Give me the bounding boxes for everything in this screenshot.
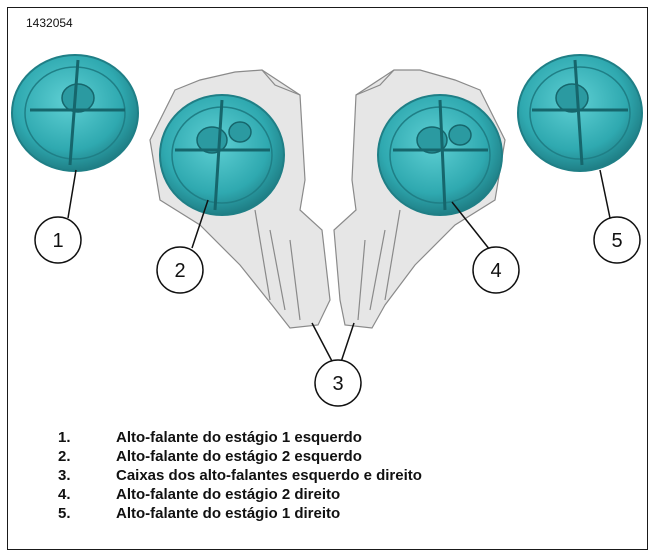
legend-item: 2. Alto-falante do estágio 2 esquerdo [58, 447, 618, 466]
legend-text: Alto-falante do estágio 2 esquerdo [116, 448, 362, 465]
legend-text: Caixas dos alto-falantes esquerdo e dire… [116, 467, 422, 484]
callout-4: 4 [472, 246, 520, 294]
callout-5: 5 [593, 216, 641, 264]
legend-list: 1. Alto-falante do estágio 1 esquerdo 2. A… [58, 428, 618, 523]
speaker-4 [377, 94, 503, 216]
legend-number: 4. [58, 486, 71, 503]
legend-item: 5. Alto-falante do estágio 1 direito [58, 504, 618, 523]
legend-text: Alto-falante do estágio 2 direito [116, 486, 341, 503]
callout-1: 1 [34, 216, 82, 264]
speaker-1 [11, 54, 139, 172]
speaker-illustration: 1 2 3 4 5 [11, 54, 643, 407]
svg-text:5: 5 [611, 230, 622, 252]
svg-text:4: 4 [490, 260, 501, 282]
svg-text:2: 2 [174, 260, 185, 282]
svg-text:3: 3 [332, 373, 343, 395]
speaker-5 [517, 54, 643, 172]
legend-number: 5. [58, 505, 71, 522]
legend-number: 3. [58, 467, 71, 484]
legend-number: 2. [58, 448, 71, 465]
legend-text: Alto-falante do estágio 1 esquerdo [116, 429, 362, 446]
callout-2: 2 [156, 246, 204, 294]
legend-item: 4. Alto-falante do estágio 2 direito [58, 485, 618, 504]
figure-id: 1432054 [26, 16, 73, 30]
callout-3: 3 [314, 359, 362, 407]
speaker-2 [159, 94, 285, 216]
legend-item: 3. Caixas dos alto-falantes esquerdo e di… [58, 466, 618, 485]
legend-item: 1. Alto-falante do estágio 1 esquerdo [58, 428, 618, 447]
legend-text: Alto-falante do estágio 1 direito [116, 505, 341, 522]
legend-number: 1. [58, 429, 71, 446]
svg-text:1: 1 [52, 230, 63, 252]
leader-lines [67, 169, 611, 366]
